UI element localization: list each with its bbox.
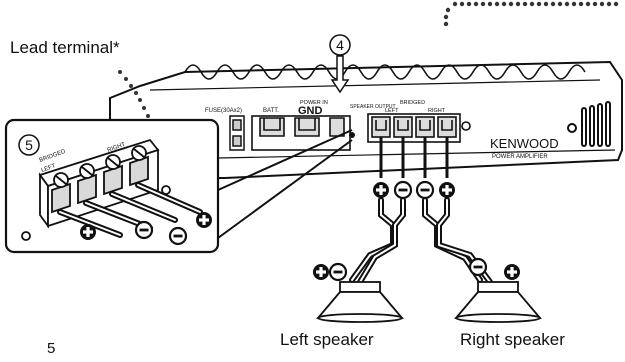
dotted-leader-top <box>443 1 619 27</box>
fuse-label: FUSE(30Ax2) <box>205 108 242 114</box>
power-in-label: POWER IN <box>300 100 328 106</box>
amp-panel-labels: FUSE(30Ax2) POWER IN BATT. GND SPEAKER O… <box>205 100 559 160</box>
right-speaker-label: Right speaker <box>460 330 565 349</box>
speaker-cables <box>349 197 493 285</box>
speaker-terminal-block <box>367 113 471 143</box>
batt-label: BATT. <box>263 108 279 114</box>
inset-wires <box>57 182 203 238</box>
callout-step-4: 4 <box>329 34 351 94</box>
right-speaker <box>454 281 542 323</box>
power-terminal-block <box>251 115 351 151</box>
speaker-wires <box>379 137 449 178</box>
lead-terminal-label: Lead terminal* <box>10 38 120 57</box>
fuse-holder <box>229 115 245 151</box>
speaker-output-label: SPEAKER OUTPUT <box>350 104 396 110</box>
inset-left-label: LEFT <box>41 163 57 174</box>
left-speaker <box>316 281 404 323</box>
svg-text:5: 5 <box>25 137 33 153</box>
gnd-label: GND <box>298 105 323 117</box>
cut-off-text: 5 <box>47 340 56 357</box>
brand-subtitle: POWER AMPLIFIER <box>492 154 548 160</box>
left-label: LEFT <box>385 108 399 114</box>
svg-text:4: 4 <box>336 37 344 53</box>
bridged-label: BRIDGED <box>400 100 425 106</box>
brand-label: KENWOOD <box>490 136 559 151</box>
right-label: RIGHT <box>428 108 446 114</box>
callout-step-5: 5 <box>18 134 40 156</box>
inset-terminal-block <box>21 138 171 241</box>
inset-detail: 5 BRIDGED LEFT RIGHT <box>4 118 355 254</box>
left-speaker-label: Left speaker <box>280 330 374 349</box>
polarity-marks-output <box>373 180 455 200</box>
